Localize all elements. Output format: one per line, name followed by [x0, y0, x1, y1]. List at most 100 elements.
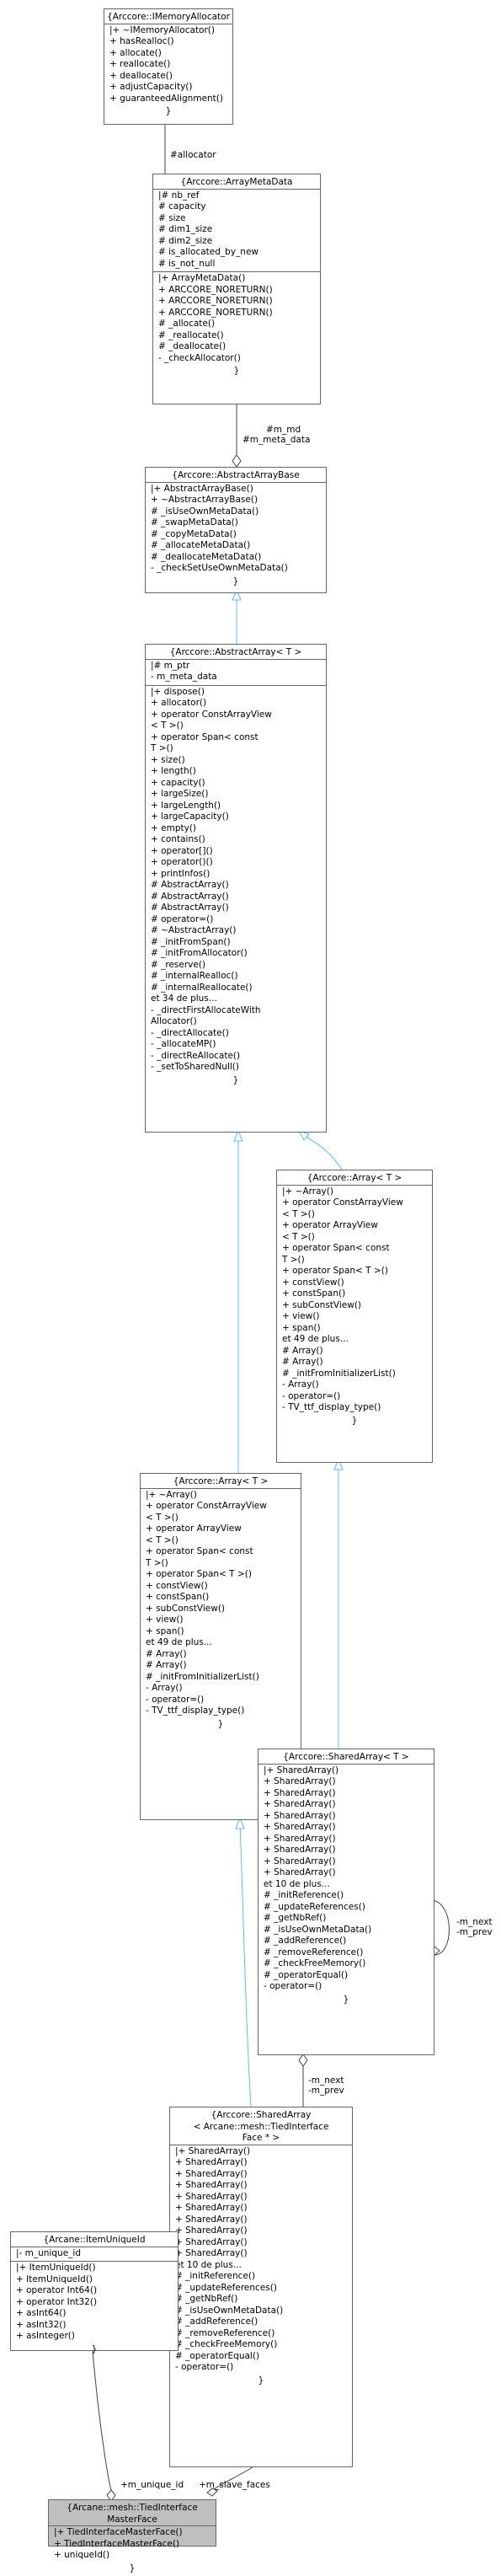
class-array-right[interactable]: {Arccore::Array< T >|+ ~Array()+ operato…	[276, 1170, 433, 1463]
member: + ARCCORE_NORETURN()	[158, 308, 315, 319]
member: + view()	[282, 1311, 427, 1323]
member: + operator()()	[151, 857, 321, 869]
class-title: {Arccore::SharedArray< Arcane::mesh::Tie…	[170, 2107, 352, 2145]
class-item-unique-id[interactable]: {Arcane::ItemUniqueId|- m_unique_id|+ It…	[10, 2231, 179, 2351]
member: # _addReference()	[175, 2316, 347, 2328]
member: |+ ItemUniqueId()	[16, 2263, 173, 2274]
member-section: |# nb_ref# capacity# size# dim1_size# di…	[153, 189, 320, 272]
member: + constView()	[146, 1581, 296, 1593]
member: # _addReference()	[264, 1936, 429, 1947]
member: # _deallocateMetaData()	[151, 552, 321, 564]
member: # _initFromAllocator()	[151, 948, 321, 960]
member: + operator ArrayView	[282, 1220, 427, 1232]
member: # _allocateMetaData()	[151, 540, 321, 552]
class-title: {Arccore::Array< T >	[277, 1170, 432, 1185]
member: - m_meta_data	[151, 672, 321, 683]
member: |+ ~Array()	[146, 1490, 296, 1502]
member: + SharedArray()	[264, 1822, 429, 1834]
edge-label-m-meta-data: #m_meta_data	[243, 435, 310, 445]
class-title: {Arccore::Array< T >	[141, 1474, 301, 1488]
class-title-line: {Arccore::AbstractArrayBase	[148, 470, 323, 482]
member: # dim2_size	[158, 236, 315, 248]
member: + operator ArrayView	[146, 1524, 296, 1535]
member: # ~AbstractArray()	[151, 925, 321, 937]
member-section: |+ SharedArray()+ SharedArray()+ SharedA…	[258, 1764, 434, 1995]
member: + empty()	[151, 823, 321, 835]
member: # _checkFreeMemory()	[264, 1958, 429, 1970]
member: # Array()	[282, 1346, 427, 1358]
member-section: |+ ~Array()+ operator ConstArrayView< T …	[141, 1488, 301, 1719]
class-closing-brace: }	[146, 1075, 326, 1089]
member: - operator=()	[175, 2362, 347, 2374]
class-title-line: {Arccore::AbstractArray< T >	[148, 647, 323, 659]
member: T >()	[151, 743, 321, 755]
member: # _updateReferences()	[175, 2283, 347, 2295]
member-section: |+ SharedArray() + SharedArray() + SharedA…	[170, 2145, 352, 2375]
edge-label-m-slave-faces: +m_slave_faces	[199, 2480, 270, 2490]
member: < T >()	[146, 1513, 296, 1524]
member: + contains()	[151, 834, 321, 846]
member: |+ SharedArray()	[264, 1765, 429, 1777]
class-title-line: {Arccore::SharedArray	[173, 2110, 349, 2122]
member: et 49 de plus...	[282, 1334, 427, 1346]
member: |+ ~Array()	[282, 1186, 427, 1198]
member: |- m_unique_id	[16, 2248, 173, 2260]
class-shared-array-tied[interactable]: {Arccore::SharedArray< Arcane::mesh::Tie…	[169, 2107, 353, 2467]
class-array-meta-data[interactable]: {Arccore::ArrayMetaData|# nb_ref# capaci…	[152, 174, 321, 404]
class-title-line: {Arccore::SharedArray< T >	[261, 1752, 431, 1764]
member: + length()	[151, 766, 321, 778]
member: # _updateReferences()	[264, 1902, 429, 1914]
class-closing-brace: }	[258, 1995, 434, 2008]
class-shared-array[interactable]: {Arccore::SharedArray< T >|+ SharedArray…	[258, 1749, 434, 2055]
class-title: {Arccore::AbstractArray< T >	[146, 645, 326, 659]
member: + SharedArray()	[175, 2169, 347, 2181]
member: + ARCCORE_NORETURN()	[158, 296, 315, 308]
member: # _initReference()	[175, 2271, 347, 2283]
member: + subConstView()	[146, 1604, 296, 1615]
member: + reallocate()	[109, 59, 227, 71]
class-imemory-allocator[interactable]: {Arccore::IMemoryAllocator|+ ~IMemoryAll…	[104, 8, 233, 125]
member: + largeSize()	[151, 789, 321, 801]
member: + operator Span< const	[282, 1243, 427, 1255]
member: + asInt64()	[16, 2308, 173, 2320]
member: # _initFromInitializerList()	[282, 1368, 427, 1380]
member: |+ dispose()	[151, 687, 321, 699]
member: # AbstractArray()	[151, 880, 321, 892]
class-closing-brace: }	[141, 1719, 301, 1733]
class-title: {Arccore::AbstractArrayBase	[146, 468, 326, 482]
member: < T >()	[146, 1535, 296, 1547]
member: |+ SharedArray()	[175, 2146, 347, 2158]
member: # _reserve()	[151, 960, 321, 972]
member: + guaranteedAlignment()	[109, 94, 227, 105]
member: # _initFromInitializerList()	[146, 1672, 296, 1684]
class-abstract-array-base[interactable]: {Arccore::AbstractArrayBase|+ AbstractAr…	[145, 467, 327, 593]
member: - _directFirstAllocateWith	[151, 1005, 321, 1017]
member: |+ AbstractArrayBase()	[151, 484, 321, 495]
class-title: {Arccore::ArrayMetaData	[153, 174, 320, 189]
member-section: |- m_unique_id	[11, 2247, 178, 2262]
member: |# nb_ref	[158, 190, 315, 202]
class-title-line: MasterFace	[51, 2514, 213, 2526]
class-title-line: < Arcane::mesh::TiedInterface	[173, 2122, 349, 2134]
member: + SharedArray()	[175, 2203, 347, 2215]
member: et 10 de plus...	[264, 1879, 429, 1891]
member: # _initFromSpan()	[151, 937, 321, 949]
member: # size	[158, 213, 315, 225]
member: # _getNbRef()	[175, 2294, 347, 2306]
member: + view()	[146, 1615, 296, 1626]
member: - TV_ttf_display_type()	[146, 1706, 296, 1717]
member: + largeCapacity()	[151, 811, 321, 823]
member: # is_not_null	[158, 259, 315, 270]
class-abstract-array[interactable]: {Arccore::AbstractArray< T >|# m_ptr- m_…	[145, 644, 327, 1133]
class-closing-brace: }	[11, 2344, 178, 2358]
member: # _swapMetaData()	[151, 517, 321, 529]
class-closing-brace: }	[277, 1416, 432, 1429]
member: # _isUseOwnMetaData()	[151, 506, 321, 518]
member: # _isUseOwnMetaData()	[175, 2306, 347, 2317]
member: + asInt32()	[16, 2320, 173, 2332]
member-section: |+ ArrayMetaData()+ ARCCORE_NORETURN()+ …	[153, 271, 320, 366]
class-closing-brace: }	[49, 2563, 216, 2576]
member: + operator ConstArrayView	[146, 1501, 296, 1513]
member: < T >()	[282, 1232, 427, 1244]
